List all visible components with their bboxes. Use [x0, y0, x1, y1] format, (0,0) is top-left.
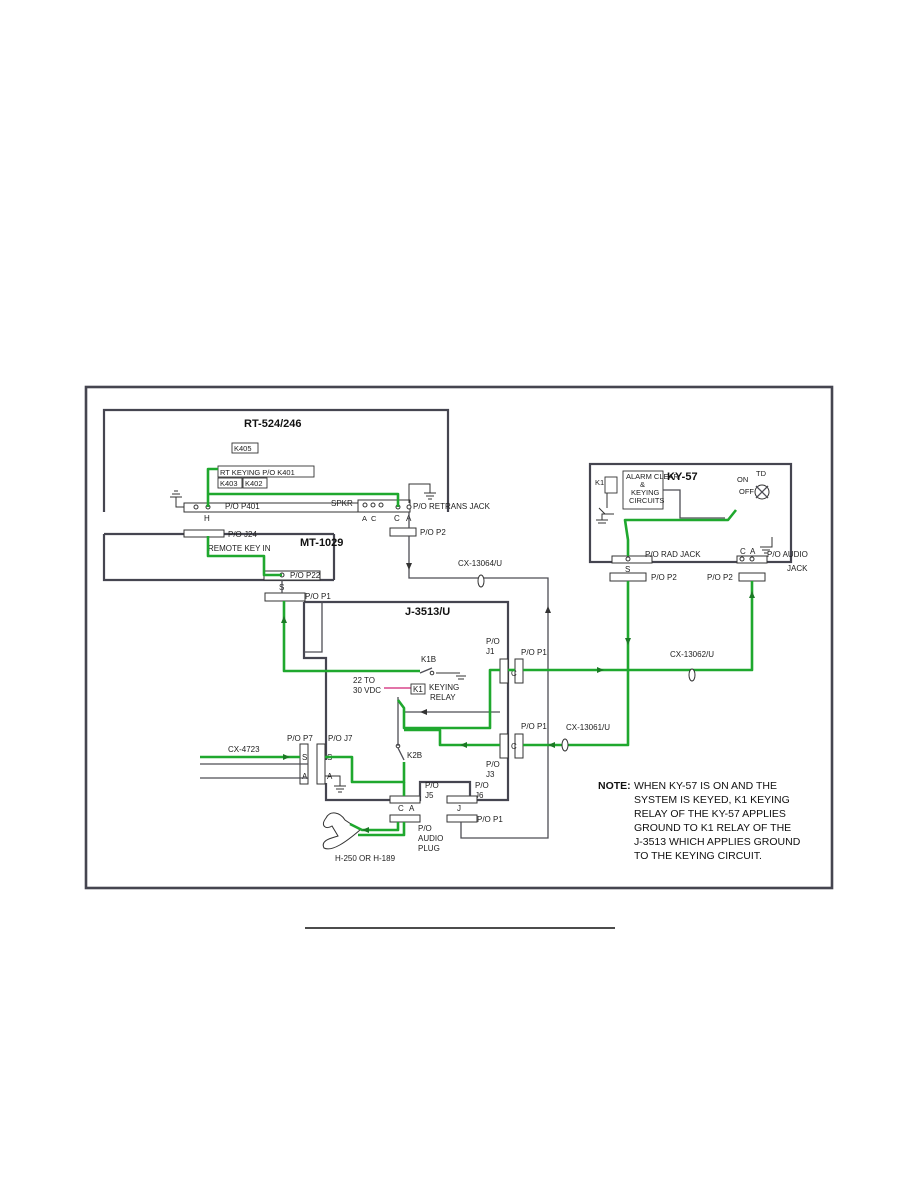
svg-text:SYSTEM IS KEYED, K1 KEYING: SYSTEM IS KEYED, K1 KEYING — [634, 794, 790, 806]
svg-text:C: C — [511, 742, 517, 751]
svg-text:P/O P1: P/O P1 — [521, 648, 547, 657]
svg-text:P/O: P/O — [486, 637, 500, 646]
svg-text:C: C — [394, 514, 400, 523]
svg-text:CIRCUITS: CIRCUITS — [629, 496, 664, 505]
svg-text:TO THE KEYING CIRCUIT.: TO THE KEYING CIRCUIT. — [634, 850, 762, 862]
svg-text:RELAY OF THE KY-57 APPLIES: RELAY OF THE KY-57 APPLIES — [634, 808, 786, 820]
svg-text:J-3513/U: J-3513/U — [405, 606, 450, 618]
svg-text:CX-13064/U: CX-13064/U — [458, 559, 502, 568]
svg-text:KEYING: KEYING — [429, 683, 459, 692]
svg-text:NOTE:: NOTE: — [598, 780, 631, 792]
svg-text:P/O P7: P/O P7 — [287, 734, 313, 743]
svg-text:J-3513 WHICH APPLIES GROUND: J-3513 WHICH APPLIES GROUND — [634, 836, 801, 848]
svg-text:K1: K1 — [595, 478, 604, 487]
svg-text:A: A — [409, 804, 415, 813]
svg-text:S: S — [302, 753, 307, 762]
svg-text:GROUND TO K1 RELAY OF THE: GROUND TO K1 RELAY OF THE — [634, 822, 791, 834]
svg-text:ON: ON — [737, 475, 748, 484]
svg-text:K1: K1 — [413, 685, 423, 694]
svg-text:WHEN KY-57 IS ON AND THE: WHEN KY-57 IS ON AND THE — [634, 780, 777, 792]
svg-text:K2B: K2B — [407, 751, 422, 760]
svg-text:K1B: K1B — [421, 655, 436, 664]
green-signal-path — [200, 467, 755, 837]
svg-text:C: C — [371, 514, 377, 523]
rt-unit-title: RT-524/246 — [244, 418, 301, 430]
svg-text:K402: K402 — [245, 479, 263, 488]
svg-text:P/O: P/O — [425, 781, 439, 790]
svg-text:AUDIO: AUDIO — [418, 834, 443, 843]
svg-text:K403: K403 — [220, 479, 238, 488]
svg-text:C: C — [398, 804, 404, 813]
cable-labels: CX-13064/U CX-13062/U CX-13061/U CX-4723 — [228, 559, 714, 754]
svg-text:P/O RAD JACK: P/O RAD JACK — [645, 550, 701, 559]
svg-text:A: A — [302, 772, 308, 781]
svg-text:P/O P2: P/O P2 — [651, 573, 677, 582]
svg-text:J: J — [457, 804, 461, 813]
svg-text:RELAY: RELAY — [430, 693, 456, 702]
svg-text:P/O AUDIO: P/O AUDIO — [767, 550, 808, 559]
svg-text:JACK: JACK — [787, 564, 808, 573]
svg-text:22 TO: 22 TO — [353, 676, 375, 685]
svg-text:PLUG: PLUG — [418, 844, 440, 853]
svg-text:P/O P1: P/O P1 — [521, 722, 547, 731]
svg-text:30 VDC: 30 VDC — [353, 686, 381, 695]
svg-text:J1: J1 — [486, 647, 495, 656]
svg-text:P/O J7: P/O J7 — [328, 734, 353, 743]
svg-text:CX-13062/U: CX-13062/U — [670, 650, 714, 659]
ky-57-unit: KY-57 K1 ALARM CLEAR & KEYING CIRCUITS O… — [588, 462, 808, 582]
svg-text:P/O RETRANS JACK: P/O RETRANS JACK — [413, 502, 491, 511]
svg-text:&: & — [640, 480, 645, 489]
svg-text:S: S — [625, 565, 630, 574]
gray-wiring — [200, 512, 551, 839]
handset-icon — [322, 812, 361, 850]
svg-text:A: A — [362, 514, 367, 523]
svg-text:J5: J5 — [425, 791, 434, 800]
svg-text:P/O P2: P/O P2 — [707, 573, 733, 582]
svg-text:C: C — [511, 669, 517, 678]
svg-text:P/O: P/O — [486, 760, 500, 769]
diagram-frame — [84, 385, 834, 890]
svg-text:P/O P401: P/O P401 — [225, 502, 260, 511]
svg-text:RT KEYING P/O K401: RT KEYING P/O K401 — [220, 468, 295, 477]
svg-text:KEYING: KEYING — [631, 488, 660, 497]
svg-text:J3: J3 — [486, 770, 495, 779]
svg-text:SPKR: SPKR — [331, 499, 353, 508]
svg-text:P/O J24: P/O J24 — [228, 530, 257, 539]
svg-text:TD: TD — [756, 469, 767, 478]
svg-text:P/O: P/O — [475, 781, 489, 790]
svg-text:P/O P1: P/O P1 — [305, 592, 331, 601]
rt-524-unit: RT-524/246 K405 RT KEYING P/O K401 K403 … — [102, 408, 491, 537]
note-block: NOTE: WHEN KY-57 IS ON AND THE SYSTEM IS… — [598, 780, 801, 862]
svg-text:P/O P1: P/O P1 — [477, 815, 503, 824]
svg-text:MT-1029: MT-1029 — [300, 537, 343, 549]
svg-text:OFF: OFF — [739, 487, 754, 496]
svg-text:H-250 OR H-189: H-250 OR H-189 — [335, 854, 396, 863]
svg-text:P/O P2: P/O P2 — [420, 528, 446, 537]
svg-text:A: A — [750, 547, 756, 556]
svg-text:CX-13061/U: CX-13061/U — [566, 723, 610, 732]
svg-text:K405: K405 — [234, 444, 252, 453]
svg-text:J6: J6 — [475, 791, 484, 800]
svg-text:C: C — [740, 547, 746, 556]
svg-text:KY-57: KY-57 — [667, 471, 698, 483]
svg-text:P/O: P/O — [418, 824, 432, 833]
svg-text:CX-4723: CX-4723 — [228, 745, 260, 754]
svg-text:P/O P22: P/O P22 — [290, 571, 321, 580]
svg-text:REMOTE KEY IN: REMOTE KEY IN — [208, 544, 271, 553]
svg-text:H: H — [204, 514, 210, 523]
svg-text:ALARM CLEAR: ALARM CLEAR — [626, 472, 680, 481]
mt-1029-unit: MT-1029 P/O J24 REMOTE KEY IN P/O P22 RE… — [102, 529, 343, 592]
